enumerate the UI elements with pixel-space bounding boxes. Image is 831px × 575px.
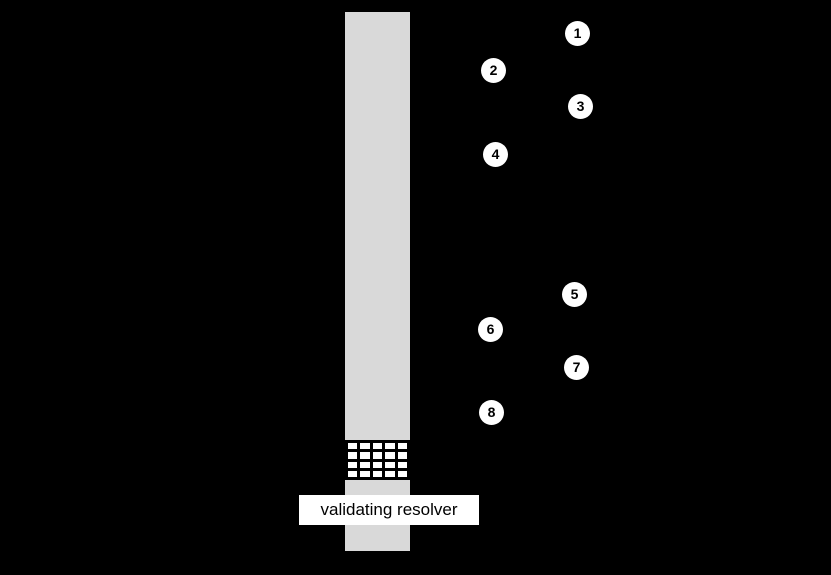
grid-cell <box>348 443 358 450</box>
step-marker-8: 8 <box>479 400 504 425</box>
hatched-grid-section <box>345 440 410 480</box>
grid-cell <box>385 452 395 459</box>
grid-cell <box>385 461 395 468</box>
grid-cell <box>397 452 407 459</box>
step-marker-1: 1 <box>565 21 590 46</box>
grid-cell <box>397 461 407 468</box>
grid-cell <box>385 443 395 450</box>
grid-cell <box>348 461 358 468</box>
grid-cell <box>372 461 383 468</box>
grid-cell <box>372 470 383 477</box>
grid-cell <box>397 470 407 477</box>
grid-cell <box>385 470 395 477</box>
grid-cell <box>372 443 383 450</box>
grid-cell <box>360 452 370 459</box>
step-marker-2: 2 <box>481 58 506 83</box>
step-marker-3: 3 <box>568 94 593 119</box>
step-marker-4: 4 <box>483 142 508 167</box>
grid-cell <box>397 443 407 450</box>
grid-cell <box>348 452 358 459</box>
grid-cell <box>360 470 370 477</box>
grid-cell <box>360 443 370 450</box>
validating-resolver-label: validating resolver <box>299 495 479 525</box>
grid-cell <box>348 470 358 477</box>
step-marker-6: 6 <box>478 317 503 342</box>
grid-cell <box>360 461 370 468</box>
grid-cell <box>372 452 383 459</box>
step-marker-7: 7 <box>564 355 589 380</box>
step-marker-5: 5 <box>562 282 587 307</box>
